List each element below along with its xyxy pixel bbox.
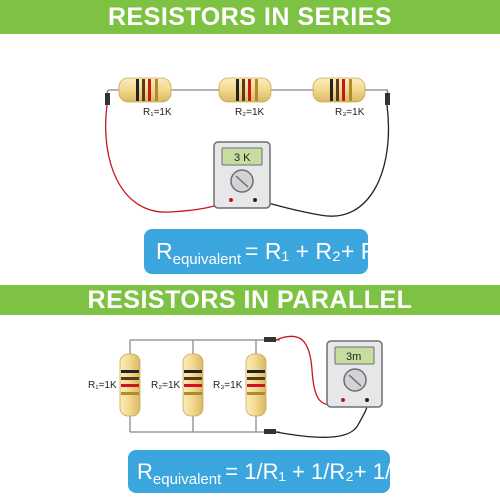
parallel-top-probe	[264, 337, 276, 342]
series-formula-r: R	[156, 238, 173, 264]
parallel-resistor-2	[182, 353, 204, 417]
series-circuit: R₁=1K R₂=1K R₃=1K 3 K	[105, 77, 390, 217]
series-title: RESISTORS IN SERIES	[107, 2, 393, 31]
parallel-resistor-3	[245, 353, 267, 417]
series-meter-readout: 3 K	[234, 152, 251, 164]
series-multimeter: 3 K	[213, 141, 271, 209]
parallel-resistor-1-label: R₁=1K	[88, 380, 117, 391]
series-red-wire	[105, 104, 233, 213]
parallel-formula-r: R	[137, 458, 153, 484]
parallel-black-wire	[275, 401, 368, 438]
parallel-title-banner: RESISTORS IN PARALLEL	[0, 285, 500, 315]
series-resistor-3-label: R₃=1K	[335, 107, 365, 118]
parallel-formula-subscript: equivalent	[152, 471, 222, 488]
parallel-resistor-1	[119, 353, 141, 417]
parallel-bottom-probe	[264, 429, 276, 434]
series-right-probe	[385, 90, 390, 105]
series-title-banner: RESISTORS IN SERIES	[0, 0, 500, 34]
parallel-formula-rhs: = 1/R₁ + 1/R₂+ 1/R₃	[225, 458, 416, 484]
series-formula-rhs: = R₁ + R₂+ R₃	[245, 238, 387, 264]
parallel-resistor-2-label: R₂=1K	[151, 380, 181, 391]
parallel-meter-readout: 3m	[346, 351, 361, 363]
parallel-title: RESISTORS IN PARALLEL	[87, 285, 413, 314]
series-resistor-1-label: R₁=1K	[143, 107, 172, 118]
parallel-multimeter: 3m	[326, 340, 383, 408]
series-black-wire	[255, 104, 390, 217]
parallel-resistor-3-label: R₃=1K	[213, 380, 243, 391]
series-formula-subscript: equivalent	[172, 251, 242, 268]
series-resistor-2-label: R₂=1K	[235, 107, 265, 118]
series-left-probe	[105, 90, 110, 105]
series-resistor-2	[218, 77, 272, 103]
parallel-circuit: R₁=1K R₂=1K R₃=1K 3m	[88, 335, 383, 438]
series-resistor-1	[118, 77, 172, 103]
series-resistor-3	[312, 77, 366, 103]
